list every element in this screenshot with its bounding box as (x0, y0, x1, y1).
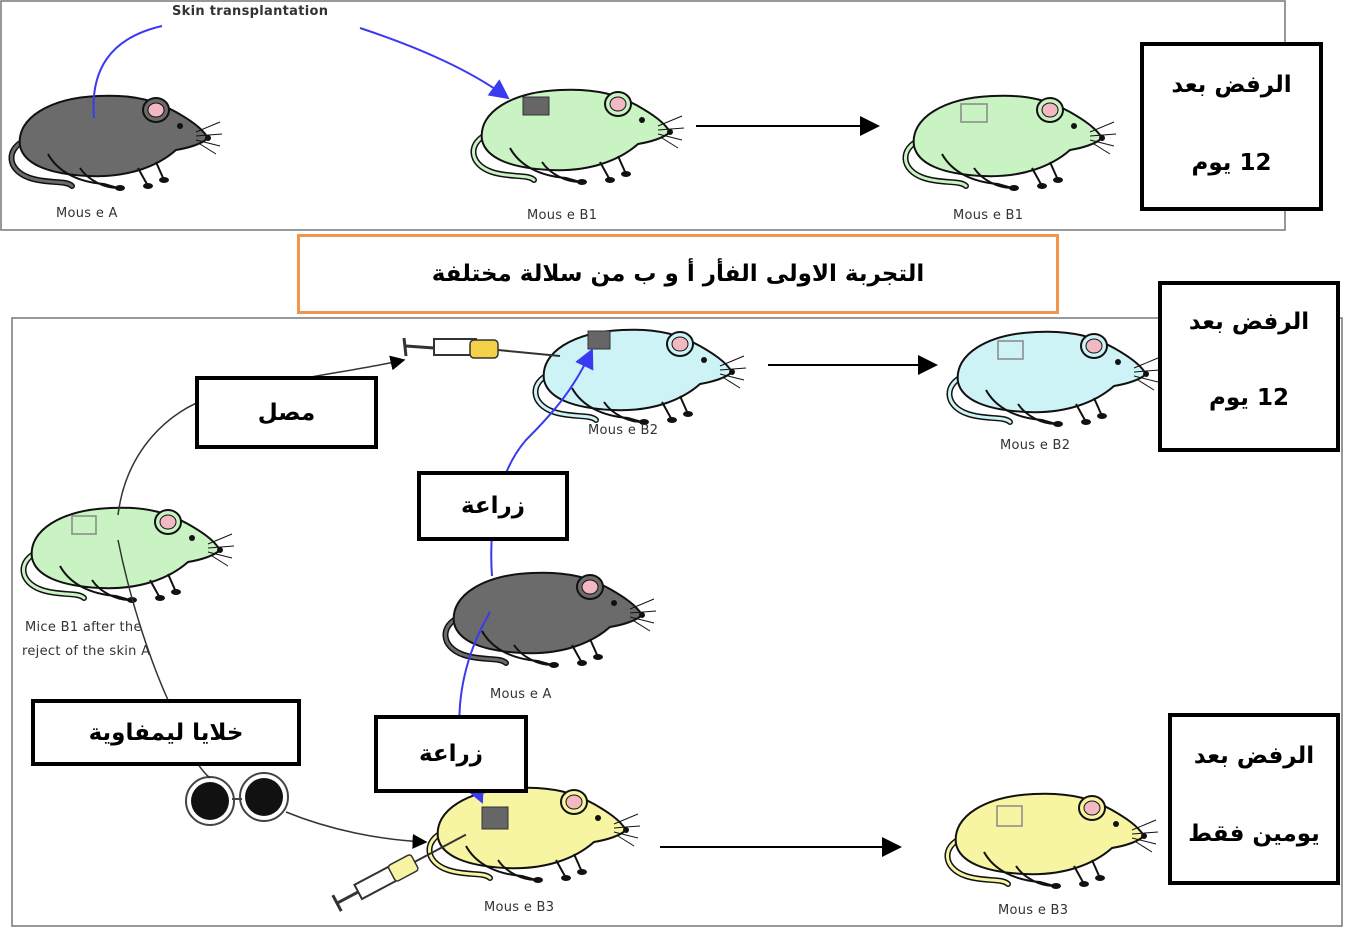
graft-patch (522, 96, 550, 116)
mouse-b2-after (949, 332, 1160, 427)
mouse-a-top-label: Mous e A (56, 206, 118, 221)
serum-box: مصل (195, 376, 378, 449)
syringe-b3-icon (331, 833, 467, 912)
rejection-top-line1: الرفض بعد (1171, 72, 1292, 98)
mouse-b1-graft (473, 90, 684, 185)
rejection-top-line2: 12 يوم (1191, 150, 1272, 176)
rejected-patch-b1 (71, 515, 97, 535)
transplant-box-upper: زراعة (417, 471, 569, 541)
mouse-b3-label: Mous e B3 (484, 900, 555, 915)
mouse-b3-injected (429, 788, 640, 883)
rejection-box-b2: الرفض بعد 12 يوم (1158, 281, 1340, 452)
mouse-a-label: Mous e A (490, 687, 552, 702)
mouse-b1-after (905, 96, 1116, 191)
rejection-b2-line1: الرفض بعد (1188, 309, 1310, 335)
mouse-b1-after-label: Mous e B1 (953, 208, 1024, 223)
cells-to-b3-arrow (285, 811, 428, 849)
syringe-icon (402, 337, 561, 359)
rejected-patch-b3 (996, 805, 1023, 827)
experiment-title: التجربة الاولى الفأر أ و ب من سلالة مختل… (297, 234, 1059, 314)
rejection-box-b3: الرفض بعد يومين فقط (1168, 713, 1340, 885)
transplant-arrow (359, 27, 510, 100)
rejection-box-top: الرفض بعد 12 يوم (1140, 42, 1323, 211)
rejected-patch (960, 103, 988, 123)
mouse-b3-after (947, 794, 1158, 889)
mice-b1-caption-1: Mice B1 after the (25, 620, 142, 635)
graft-patch-b2 (587, 330, 611, 350)
mouse-a-donor (445, 573, 656, 668)
lymphocyte-cells-icon (185, 772, 289, 826)
rejected-patch-b2 (997, 340, 1024, 360)
blue-connector (92, 25, 163, 119)
mouse-b2-after-label: Mous e B2 (1000, 438, 1071, 453)
mouse-a-top (11, 96, 222, 191)
skin-transplant-label: Skin transplantation (172, 4, 329, 19)
mouse-b2-label: Mous e B2 (588, 423, 659, 438)
transplant-box-lower: زراعة (374, 715, 528, 793)
mouse-b1-label: Mous e B1 (527, 208, 598, 223)
graft-patch-b3 (481, 806, 509, 830)
mice-b1-caption-2: reject of the skin A (22, 644, 151, 659)
mouse-b3-after-label: Mous e B3 (998, 903, 1069, 918)
bottom-panel-frame (11, 317, 1343, 927)
rejection-b3-line1: الرفض بعد (1193, 743, 1315, 769)
lymphocytes-box: خلايا ليمفاوية (31, 699, 301, 766)
rejection-b3-line2: يومين فقط (1188, 821, 1320, 847)
mouse-b2-injected (535, 330, 746, 425)
rejection-b2-line2: 12 يوم (1209, 385, 1289, 411)
